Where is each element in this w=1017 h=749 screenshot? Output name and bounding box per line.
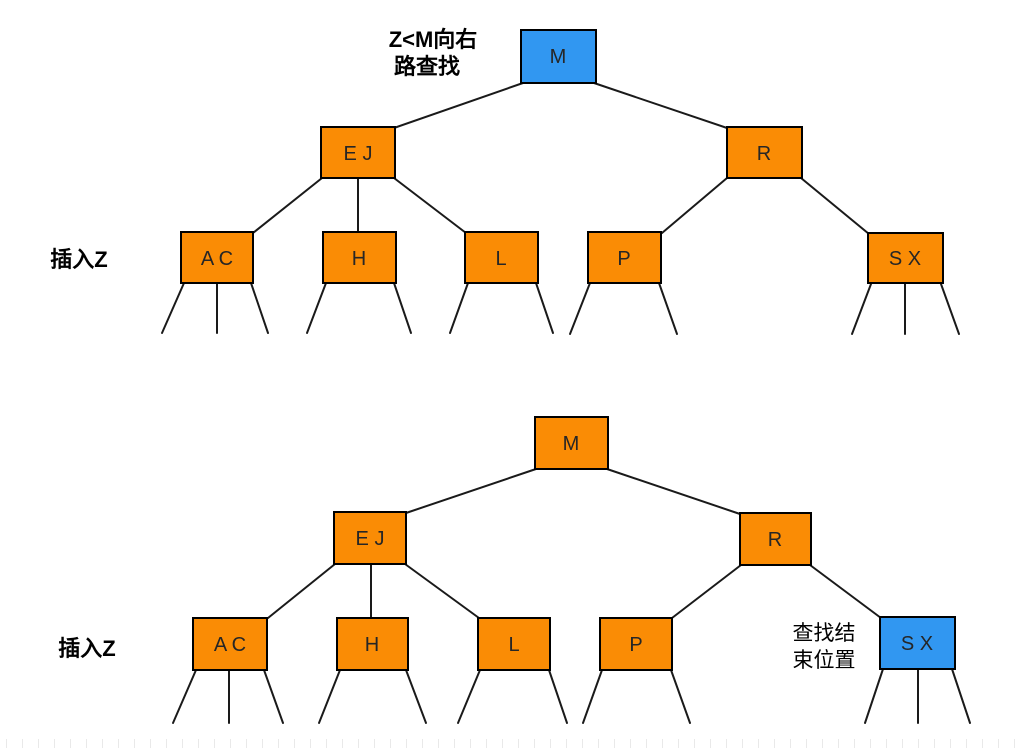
edge-ej-ac <box>267 563 336 619</box>
node-box <box>336 617 409 671</box>
tree-2: M E J R A C H <box>58 416 971 724</box>
leaf-stub <box>582 669 603 724</box>
node-box <box>599 617 673 671</box>
tree2-edges <box>172 468 971 724</box>
edge-m-ej <box>405 468 537 514</box>
search-end-annotation-line1: 查找结 <box>793 622 856 645</box>
edge-ej-ac <box>252 177 323 234</box>
tree1-edges <box>161 82 960 335</box>
tree1-node-sx: S X <box>867 232 944 284</box>
edge-r-sx <box>800 177 870 235</box>
edge-ej-l <box>393 177 467 234</box>
node-box <box>534 416 609 470</box>
search-end-annotation-line2: 束位置 <box>793 649 856 672</box>
edge-m-ej <box>393 82 524 129</box>
tree2-node-m: M <box>534 416 609 470</box>
leaf-stub <box>548 669 568 724</box>
tree2-node-r: R <box>739 512 812 566</box>
edge-ej-l <box>404 563 480 619</box>
node-box <box>726 126 803 179</box>
node-label: R <box>768 529 782 551</box>
leaf-stub <box>457 669 481 724</box>
leaf-stub <box>263 669 284 724</box>
tree2-node-ej: E J <box>333 511 407 565</box>
edge-r-p <box>671 564 742 619</box>
tree-1: M E J R A C H <box>50 27 960 335</box>
node-label: S X <box>901 633 933 655</box>
tree1-node-m: M <box>520 29 597 84</box>
tree1-node-ac: A C <box>180 231 254 284</box>
node-box <box>320 126 396 179</box>
leaf-stub <box>670 669 691 724</box>
leaf-stub <box>172 669 197 724</box>
tree1-node-p: P <box>587 231 662 284</box>
node-label: L <box>495 248 506 270</box>
leaf-stub <box>535 282 554 334</box>
leaf-stub <box>306 282 327 334</box>
tree2-node-ac: A C <box>192 617 268 671</box>
node-label: P <box>617 248 630 270</box>
node-box <box>477 617 551 671</box>
node-label: S X <box>889 248 921 270</box>
node-box <box>180 231 254 284</box>
node-box <box>867 232 944 284</box>
leaf-stub <box>250 282 269 334</box>
search-direction-annotation-line2: 路查找 <box>394 54 460 79</box>
node-box-highlight <box>520 29 597 84</box>
edge-r-p <box>661 177 728 234</box>
leaf-stub <box>951 668 971 724</box>
edge-m-r <box>606 468 741 515</box>
leaf-stub <box>864 668 884 724</box>
tree2-nodes: M E J R A C H <box>192 416 956 671</box>
leaf-stub <box>658 282 678 335</box>
leaf-stub <box>393 282 412 334</box>
leaf-stub <box>851 283 872 335</box>
leaf-stub <box>940 283 960 335</box>
node-label: M <box>550 46 567 68</box>
tree2-node-sx: S X <box>879 616 956 670</box>
search-direction-annotation-line1: Z<M向右 <box>389 27 478 52</box>
node-label: E J <box>356 528 385 550</box>
node-label: M <box>563 433 580 455</box>
node-box <box>464 231 539 284</box>
leaf-stub <box>318 669 341 724</box>
tree1-node-ej: E J <box>320 126 396 179</box>
tree1-nodes: M E J R A C H <box>180 29 944 284</box>
tree2-node-l: L <box>477 617 551 671</box>
leaf-stub <box>405 669 427 724</box>
node-label: P <box>629 634 642 656</box>
node-box <box>322 231 397 284</box>
leaf-stub <box>449 282 469 334</box>
node-label: H <box>365 634 379 656</box>
leaf-stub <box>569 282 591 335</box>
node-box <box>739 512 812 566</box>
node-box-highlight <box>879 616 956 670</box>
tree2-node-p: P <box>599 617 673 671</box>
node-label: E J <box>344 143 373 165</box>
node-box <box>333 511 407 565</box>
node-box <box>192 617 268 671</box>
tree1-node-r: R <box>726 126 803 179</box>
edge-m-r <box>593 82 728 129</box>
ruler-ticks <box>6 739 1017 748</box>
leaf-stub <box>161 282 185 334</box>
node-label: H <box>352 248 366 270</box>
edge-r-sx <box>809 564 882 619</box>
node-label: A C <box>201 248 233 270</box>
node-label: A C <box>214 634 246 656</box>
insert-z-label: 插入Z <box>58 636 115 661</box>
node-label: R <box>757 143 771 165</box>
node-label: L <box>508 634 519 656</box>
tree1-node-h: H <box>322 231 397 284</box>
node-box <box>587 231 662 284</box>
insert-z-label: 插入Z <box>50 247 107 272</box>
tree2-node-h: H <box>336 617 409 671</box>
tree1-node-l: L <box>464 231 539 284</box>
